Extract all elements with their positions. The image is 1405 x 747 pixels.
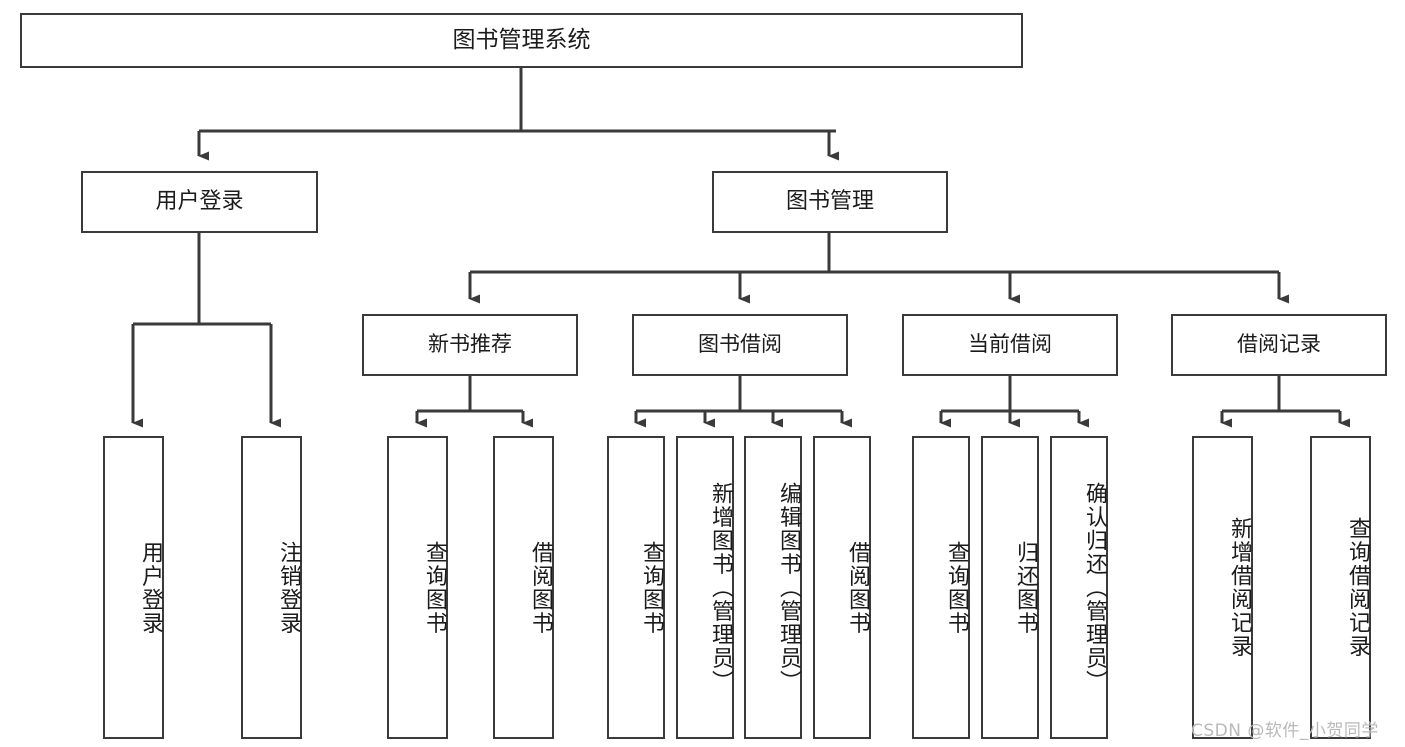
leaf-label: 注销登录 <box>276 540 301 635</box>
leaf-current-borrow-confirm-admin[interactable]: 确认归还（管理员） <box>1050 436 1108 739</box>
leaf-borrow-record-query[interactable]: 查询借阅记录 <box>1310 436 1371 739</box>
leaf-user-login-signin[interactable]: 用户登录 <box>103 436 164 739</box>
leaf-label: 新增借阅记录 <box>1227 517 1252 658</box>
node-book-borrow-label: 图书借阅 <box>698 332 782 357</box>
node-book-management[interactable]: 图书管理 <box>712 171 948 233</box>
leaf-label: 新增图书（管理员） <box>708 481 733 694</box>
leaf-user-login-signout[interactable]: 注销登录 <box>241 436 302 739</box>
leaf-label: 查询图书 <box>639 540 664 635</box>
node-book-borrow[interactable]: 图书借阅 <box>632 314 848 376</box>
leaf-label: 查询图书 <box>944 540 969 635</box>
leaf-label: 查询图书 <box>422 540 447 635</box>
node-borrow-record[interactable]: 借阅记录 <box>1171 314 1387 376</box>
node-root-label: 图书管理系统 <box>452 26 591 53</box>
leaf-borrow-record-add[interactable]: 新增借阅记录 <box>1192 436 1253 739</box>
leaf-label: 确认归还（管理员） <box>1082 481 1107 694</box>
leaf-book-borrow-query[interactable]: 查询图书 <box>607 436 665 739</box>
leaf-current-borrow-query[interactable]: 查询图书 <box>912 436 970 739</box>
leaf-label: 查询借阅记录 <box>1345 517 1370 658</box>
leaf-new-book-query[interactable]: 查询图书 <box>387 436 448 739</box>
leaf-label: 编辑图书（管理员） <box>776 481 801 694</box>
leaf-label: 用户登录 <box>138 540 163 635</box>
leaf-book-borrow-add-admin[interactable]: 新增图书（管理员） <box>676 436 734 739</box>
csdn-watermark: CSDN @软件_小贺同学 <box>1191 721 1379 741</box>
node-book-management-label: 图书管理 <box>785 188 874 214</box>
leaf-new-book-borrow[interactable]: 借阅图书 <box>493 436 554 739</box>
node-new-book-recommend-label: 新书推荐 <box>428 332 512 357</box>
node-user-login[interactable]: 用户登录 <box>81 171 318 233</box>
node-new-book-recommend[interactable]: 新书推荐 <box>362 314 578 376</box>
leaf-label: 借阅图书 <box>845 540 870 635</box>
leaf-label: 借阅图书 <box>528 540 553 635</box>
node-root-book-management-system[interactable]: 图书管理系统 <box>20 13 1023 68</box>
leaf-label: 归还图书 <box>1013 540 1038 635</box>
node-current-borrow[interactable]: 当前借阅 <box>902 314 1118 376</box>
leaf-book-borrow-edit-admin[interactable]: 编辑图书（管理员） <box>744 436 802 739</box>
leaf-current-borrow-return[interactable]: 归还图书 <box>981 436 1039 739</box>
node-current-borrow-label: 当前借阅 <box>968 332 1052 357</box>
node-user-login-label: 用户登录 <box>155 188 244 214</box>
node-borrow-record-label: 借阅记录 <box>1237 332 1321 357</box>
leaf-book-borrow-borrow[interactable]: 借阅图书 <box>813 436 871 739</box>
